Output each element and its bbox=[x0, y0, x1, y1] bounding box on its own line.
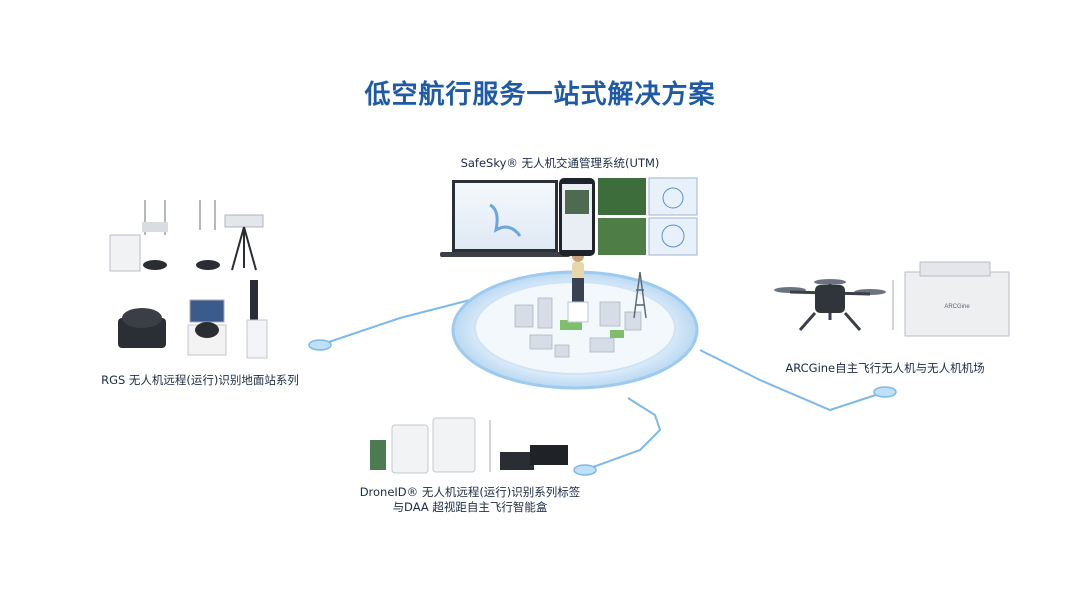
page-title: 低空航行服务一站式解决方案 bbox=[364, 80, 716, 110]
connector-endpoints bbox=[308, 339, 897, 476]
arcgine-devices: ARCGine bbox=[774, 261, 1010, 337]
rgs-devices bbox=[109, 200, 268, 359]
connector-rgs bbox=[319, 299, 471, 346]
label-rgs: RGS 无人机远程(运行)识别地面站系列 bbox=[101, 373, 299, 387]
label-utm: SafeSky® 无人机交通管理系统(UTM) bbox=[460, 156, 660, 170]
connector-arcgine bbox=[699, 349, 886, 412]
label-droneid: DroneID® 无人机远程(运行)识别系列标签 与DAA 超视距自主飞行智能盒 bbox=[340, 485, 600, 515]
city-platform bbox=[451, 250, 699, 390]
label-arcgine: ARCGine自主飞行无人机与无人机机场 bbox=[785, 361, 985, 375]
dock-logo: ARCGine bbox=[944, 304, 970, 310]
droneid-devices bbox=[370, 417, 568, 474]
utm-screens bbox=[440, 177, 698, 257]
label-droneid-line2: 与DAA 超视距自主飞行智能盒 bbox=[392, 500, 548, 514]
connector-lines bbox=[319, 299, 886, 471]
label-droneid-line1: DroneID® 无人机远程(运行)识别系列标签 bbox=[359, 485, 581, 499]
connector-droneid bbox=[584, 397, 662, 471]
